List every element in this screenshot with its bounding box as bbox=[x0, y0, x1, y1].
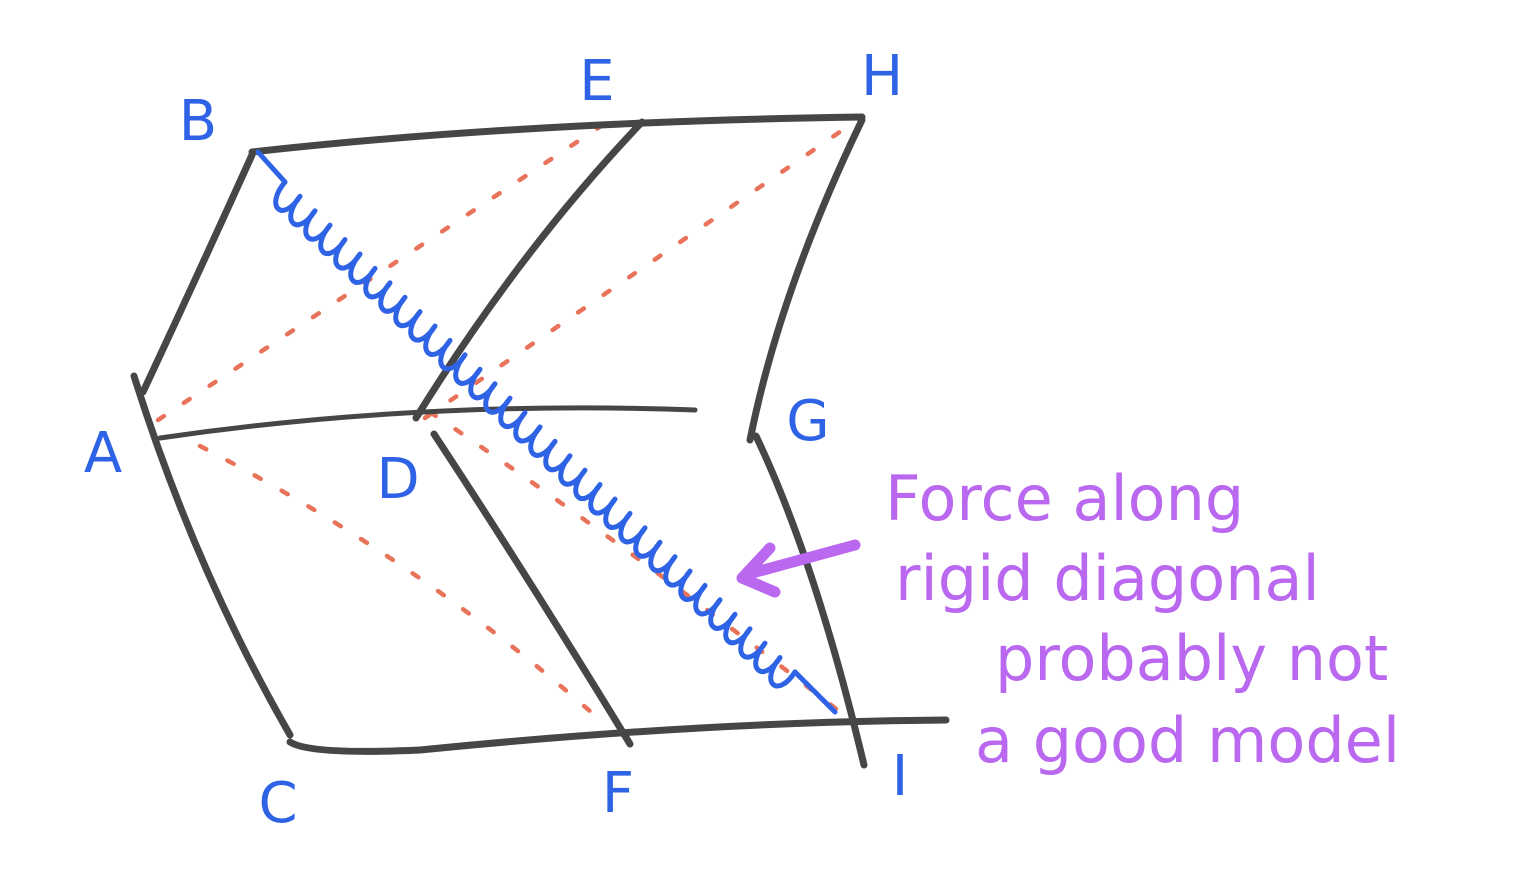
edge-B-A bbox=[139, 151, 256, 396]
edge-C-I bbox=[286, 716, 950, 755]
annotation-line-3: probably not bbox=[995, 622, 1388, 695]
spring-end-I bbox=[792, 669, 838, 715]
diagonal-D-H bbox=[422, 115, 863, 421]
spring-coil bbox=[273, 179, 798, 689]
diagonal-A-F bbox=[197, 443, 603, 723]
annotation-line-1: Force along bbox=[885, 462, 1244, 535]
edge-H-G bbox=[746, 116, 866, 444]
annotation-line-4: a good model bbox=[975, 704, 1400, 777]
edge-D-F bbox=[430, 430, 634, 748]
vertex-label-B: B bbox=[179, 89, 217, 154]
spring bbox=[255, 149, 838, 715]
vertex-label-E: E bbox=[579, 49, 614, 114]
vertex-label-D: D bbox=[376, 447, 419, 512]
vertex-label-G: G bbox=[786, 389, 829, 454]
edge-G-I bbox=[752, 432, 868, 769]
edge-E-D bbox=[412, 118, 646, 422]
edge-A-C bbox=[130, 372, 294, 739]
spring-end-B bbox=[255, 149, 288, 185]
vertex-label-A: A bbox=[84, 421, 122, 486]
vertex-label-C: C bbox=[258, 771, 297, 836]
vertex-label-H: H bbox=[861, 44, 903, 109]
frame-edges bbox=[130, 113, 950, 769]
diagonal-D-I bbox=[427, 409, 843, 715]
annotation-line-2: rigid diagonal bbox=[895, 542, 1320, 615]
diagonal-A-E bbox=[155, 115, 616, 423]
vertex-label-F: F bbox=[602, 761, 634, 826]
edge-B-H bbox=[248, 113, 866, 156]
edge-A-G bbox=[157, 405, 698, 441]
vertex-labels: A B C D E F G H I bbox=[84, 44, 908, 836]
annotation-arrow bbox=[736, 539, 861, 598]
annotation: Force along rigid diagonal probably not … bbox=[736, 462, 1400, 777]
dashed-diagonals bbox=[155, 115, 863, 723]
vertex-label-I: I bbox=[892, 744, 909, 809]
